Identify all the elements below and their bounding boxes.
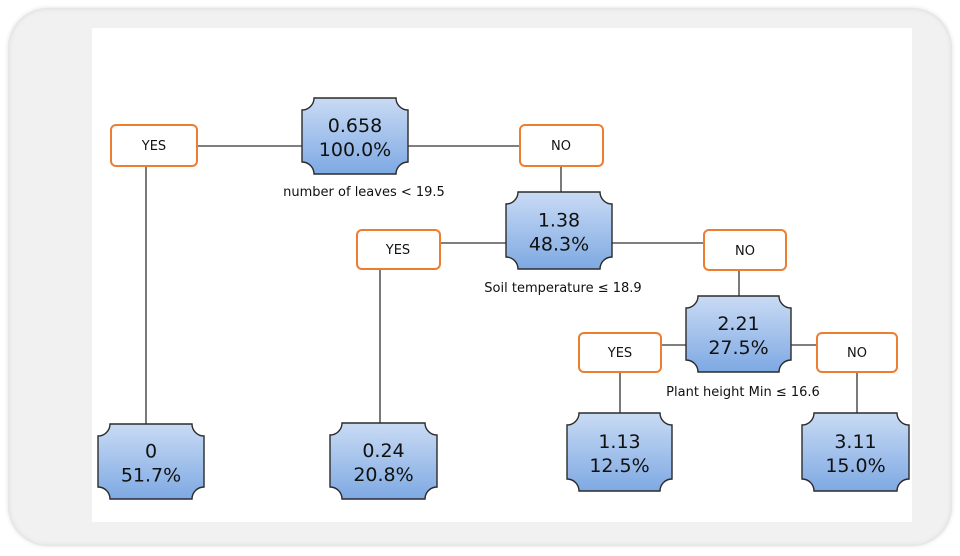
canvas-panel [92, 28, 912, 522]
node-n3-shape [685, 295, 792, 373]
node-leaf3-shape [566, 412, 673, 492]
node-n2-shape [505, 191, 613, 270]
branch-yes-2: YES [356, 229, 441, 270]
node-n2-percent: 48.3% [529, 234, 589, 256]
branch-yes-3: YES [578, 332, 662, 373]
branch-no-3-label: NO [847, 346, 867, 361]
node-leaf1-value: 0 [145, 441, 157, 463]
node-leaf4-value: 3.11 [834, 431, 876, 453]
node-leaf3-percent: 12.5% [589, 455, 649, 477]
node-root-shape [301, 97, 409, 175]
branch-no-1-label: NO [551, 139, 571, 154]
node-root-value: 0.658 [328, 115, 382, 137]
branch-yes-1: YES [110, 124, 198, 167]
branch-no-3: NO [816, 332, 898, 373]
branch-yes-3-label: YES [607, 346, 632, 361]
node-leaf2-percent: 20.8% [353, 464, 413, 486]
branch-no-2-label: NO [735, 244, 755, 259]
node-leaf2-value: 0.24 [362, 440, 404, 462]
node-leaf1-shape [97, 423, 205, 500]
condition-n2: Soil temperature ≤ 18.9 [484, 281, 641, 296]
branch-yes-1-label: YES [141, 139, 166, 154]
condition-n3: Plant height Min ≤ 16.6 [666, 385, 820, 400]
connectors [145, 145, 858, 424]
nodes-layer: 0.658100.0%1.3848.3%2.2127.5%051.7%0.242… [97, 97, 910, 500]
node-root-percent: 100.0% [319, 139, 391, 161]
branch-yes-2-label: YES [385, 243, 410, 258]
node-n2-value: 1.38 [538, 210, 580, 232]
branch-no-2: NO [703, 229, 787, 271]
node-leaf4-percent: 15.0% [825, 455, 885, 477]
node-leaf3-value: 1.13 [598, 431, 640, 453]
node-leaf1: 051.7% [97, 423, 205, 500]
node-leaf1-percent: 51.7% [121, 465, 181, 487]
node-n3-value: 2.21 [717, 313, 759, 335]
branch-no-1: NO [519, 124, 604, 167]
node-n3-percent: 27.5% [708, 337, 768, 359]
condition-root: number of leaves < 19.5 [283, 185, 445, 200]
node-leaf2-shape [329, 422, 438, 500]
node-leaf4-shape [801, 412, 910, 492]
